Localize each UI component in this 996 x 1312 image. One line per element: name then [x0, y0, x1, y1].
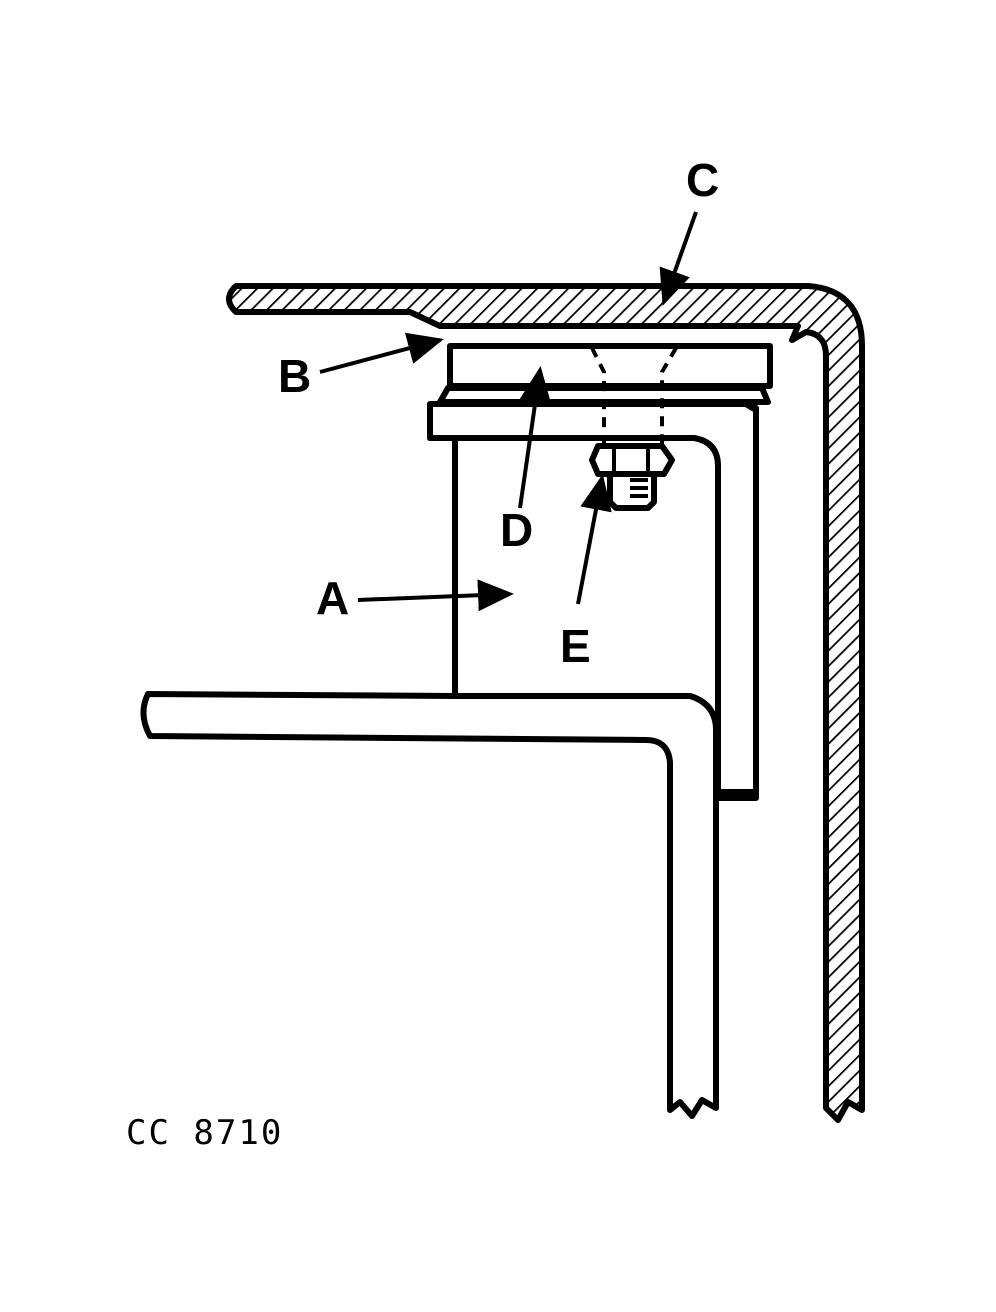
- callout-e: E: [560, 620, 591, 672]
- hex-nut: [589, 443, 675, 477]
- callout-a: A: [316, 572, 349, 624]
- bolt-thread-marks: [630, 478, 648, 498]
- lower-angle-bracket: [140, 691, 719, 1119]
- callout-d: D: [500, 504, 533, 556]
- callout-b: B: [278, 350, 311, 402]
- callout-c: C: [686, 154, 719, 206]
- leader-c: [659, 211, 698, 306]
- leader-d: [518, 366, 552, 509]
- outer-panel-hatched: [226, 283, 865, 1123]
- leader-e: [576, 474, 612, 605]
- bolt-hidden-lines: [590, 346, 678, 446]
- leader-a: [357, 579, 514, 612]
- figure-reference-code: CC 8710: [126, 1113, 283, 1153]
- mounting-plate: [447, 343, 773, 389]
- leader-b: [319, 332, 444, 374]
- mid-bracket: [427, 401, 759, 795]
